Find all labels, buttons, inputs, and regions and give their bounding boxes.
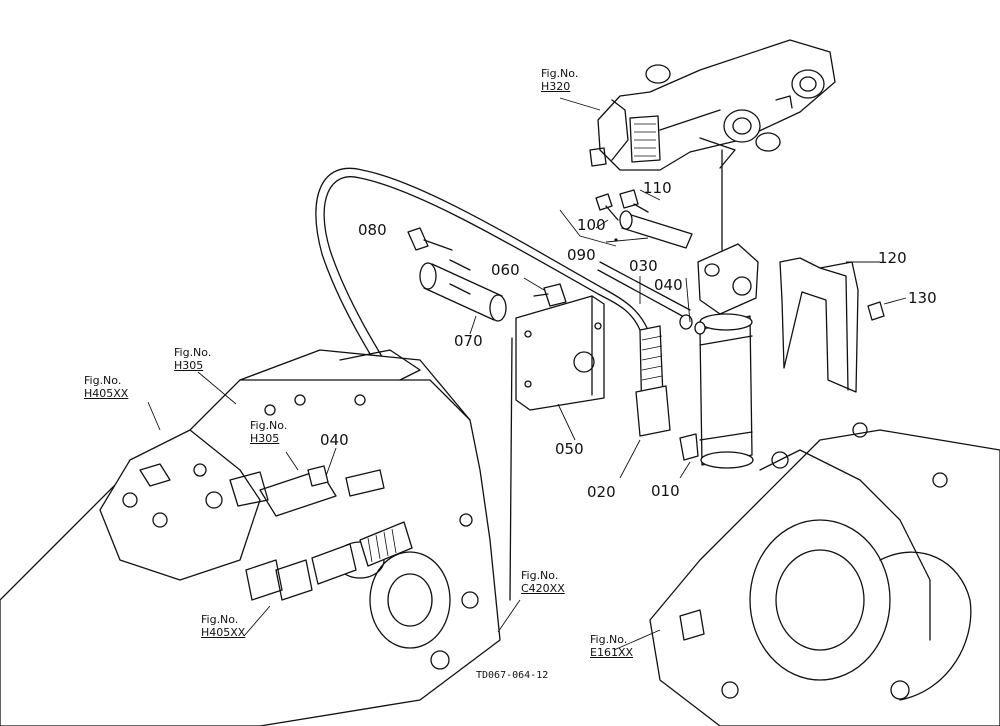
figure-ref-e161xx: Fig.No.E161XX	[590, 633, 634, 659]
figure-ref-h320: Fig.No.H320	[541, 67, 579, 93]
part-label: 080	[358, 221, 387, 239]
part-label: 050	[555, 440, 584, 458]
part-label: 060	[491, 261, 520, 279]
part-label: 130	[908, 289, 937, 307]
screws-100-110	[595, 189, 649, 221]
part-label: 100	[577, 216, 606, 234]
fitting-060	[523, 277, 567, 307]
drop-line	[509, 337, 513, 601]
part-label: 070	[454, 332, 483, 350]
leader-lines	[147, 97, 691, 651]
pin-090	[559, 209, 693, 249]
lift-arm-assembly	[589, 39, 836, 171]
transmission-housing-right	[649, 422, 1000, 726]
part-label: 120	[878, 249, 907, 267]
part-label: 110	[643, 179, 672, 197]
figure-ref-h405xx-left: Fig.No.H405XX	[84, 374, 129, 400]
figure-ref-h305-top: Fig.No.H305	[174, 346, 212, 372]
lift-cylinder	[679, 243, 759, 479]
pipe-070	[419, 259, 507, 335]
valve-housing-left	[0, 349, 501, 726]
part-label: 030	[629, 257, 658, 275]
figure-ref-h305-mid: Fig.No.H305	[250, 419, 288, 445]
part-label: 010	[651, 482, 680, 500]
part-label: 020	[587, 483, 616, 501]
fitting-080	[407, 227, 453, 251]
cover-120	[779, 257, 907, 393]
part-label: 040	[654, 276, 683, 294]
bracket-050	[515, 295, 605, 441]
part-label: 090	[567, 246, 596, 264]
figure-ref-h405xx-bottom: Fig.No.H405XX	[201, 613, 246, 639]
coupler-020	[619, 325, 671, 479]
figure-ref-c420xx: Fig.No.C420XX	[521, 569, 565, 595]
rod-030	[597, 261, 706, 335]
document-code: TD067-064-12	[476, 670, 549, 681]
part-label: 040	[320, 431, 349, 449]
